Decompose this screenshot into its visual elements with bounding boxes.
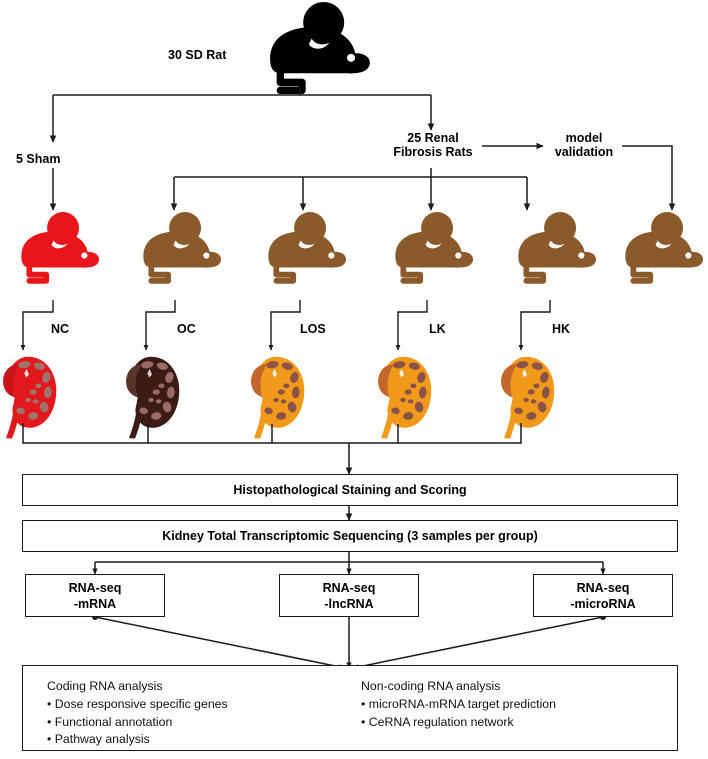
- validation-to-rat: [622, 145, 676, 211]
- group-label-nc: NC: [51, 322, 70, 336]
- box-rnaseq-lncrna-line1: RNA-seq: [322, 581, 376, 595]
- analysis-noncoding-item-2: CeRNA regulation network: [361, 714, 556, 732]
- box-rnaseq-mrna[interactable]: RNA-seq -mRNA: [25, 574, 165, 617]
- analysis-coding-item-1: Dose responsive specific genes: [47, 696, 228, 714]
- kidney-icon-lk: [378, 356, 432, 439]
- kidney-icon-oc: [126, 356, 180, 439]
- box-rnaseq-lncrna-line2: -lncRNA: [324, 597, 374, 611]
- analysis-coding-item-2: Functional annotation: [47, 714, 228, 732]
- connector-lk-kidney: [395, 300, 428, 351]
- source-rat-icon: [270, 2, 370, 95]
- microrna-to-analysis: [352, 616, 604, 670]
- connector-nc-kidney: [20, 300, 54, 351]
- box-rnaseq-lncrna[interactable]: RNA-seq -lncRNA: [279, 574, 419, 617]
- analysis-noncoding-item-1: microRNA-mRNA target prediction: [361, 696, 556, 714]
- box-rnaseq-mrna-line1: RNA-seq: [68, 581, 122, 595]
- box-rnaseq-microrna-line2: -microRNA: [570, 597, 636, 611]
- rat-icon-nc: [21, 212, 100, 284]
- connector-los-kidney: [268, 300, 301, 351]
- label-fibrosis: 25 Renal Fibrosis Rats: [393, 131, 473, 159]
- box-sequencing[interactable]: Kidney Total Transcriptomic Sequencing (…: [22, 520, 678, 552]
- analysis-noncoding-header: Non-coding RNA analysis: [361, 679, 501, 693]
- box-histopathology[interactable]: Histopathological Staining and Scoring: [22, 474, 678, 506]
- rat-icon-model-validation: [625, 212, 704, 284]
- box-sequencing-text: Kidney Total Transcriptomic Sequencing (…: [162, 529, 538, 543]
- label-model-validation: model validation: [554, 131, 614, 159]
- group-label-los: LOS: [300, 322, 326, 336]
- analysis-coding-item-3: Pathway analysis: [47, 731, 228, 749]
- group-label-hk: HK: [552, 322, 571, 336]
- box-rnaseq-microrna[interactable]: RNA-seq -microRNA: [533, 574, 673, 617]
- box-analysis[interactable]: Coding RNA analysis Dose responsive spec…: [22, 665, 678, 751]
- box-rnaseq-microrna-line1: RNA-seq: [576, 581, 630, 595]
- connector-oc-kidney: [143, 300, 176, 351]
- label-source-rat: 30 SD Rat: [168, 48, 227, 62]
- box-rnaseq-mrna-line2: -mRNA: [73, 597, 117, 611]
- analysis-coding-header: Coding RNA analysis: [47, 679, 163, 693]
- analysis-noncoding-column: Non-coding RNA analysis microRNA-mRNA ta…: [361, 678, 556, 731]
- mrna-to-analysis: [94, 616, 346, 670]
- label-sham: 5 Sham: [16, 152, 61, 166]
- kidney-icon-los: [251, 356, 305, 439]
- rat-icon-lk: [395, 212, 474, 284]
- group-label-oc: OC: [177, 322, 196, 336]
- kidney-icon-nc: [3, 356, 57, 439]
- rat-icon-oc: [143, 212, 222, 284]
- kidney-icon-hk: [501, 356, 555, 439]
- connector-hk-kidney: [518, 300, 551, 351]
- analysis-coding-column: Coding RNA analysis Dose responsive spec…: [47, 678, 228, 749]
- box-histopathology-text: Histopathological Staining and Scoring: [233, 483, 467, 497]
- rat-icon-hk: [518, 212, 597, 284]
- rat-icon-los: [268, 212, 347, 284]
- group-label-lk: LK: [429, 322, 446, 336]
